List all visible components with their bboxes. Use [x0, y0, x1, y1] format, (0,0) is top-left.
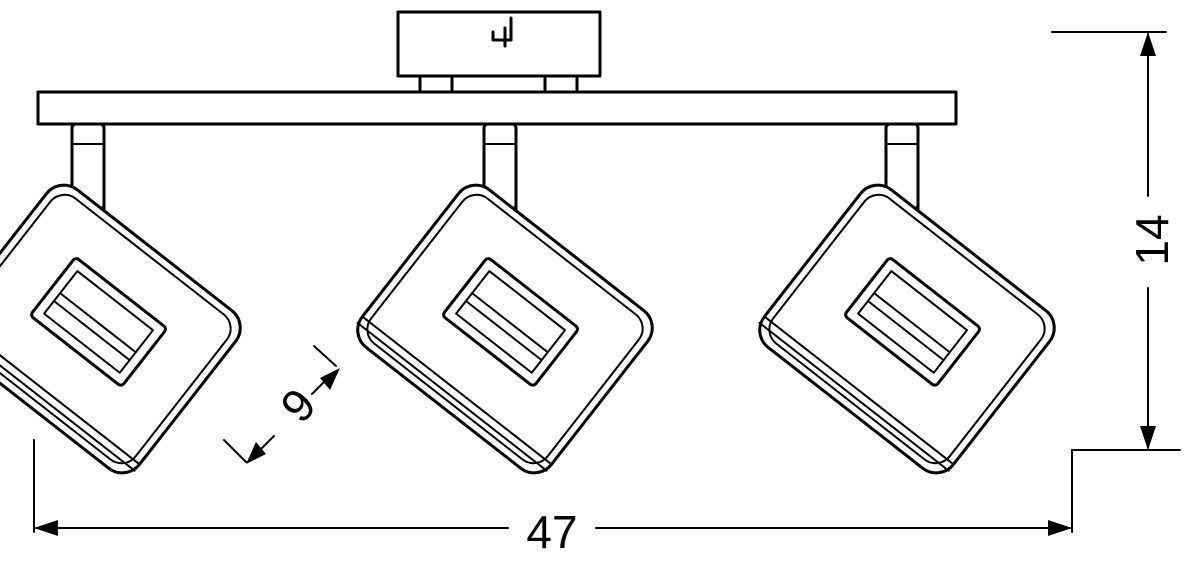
- mounting-canopy: [396, 10, 602, 94]
- height-arrow-top: [1140, 32, 1156, 56]
- head-label: 9: [270, 378, 326, 432]
- height-arrow-bottom: [1140, 426, 1156, 450]
- spotlight-right: [749, 122, 1065, 484]
- width-arrow-right: [1048, 520, 1072, 536]
- spotlight-left: [0, 122, 251, 484]
- width-label: 47: [526, 506, 577, 558]
- mounting-bar: [36, 90, 958, 126]
- width-dimension: 47: [33, 439, 1181, 558]
- width-arrow-left: [34, 520, 58, 536]
- spotlight-center: [347, 122, 663, 484]
- head-dimension: 9: [223, 345, 340, 464]
- height-dimension: 14: [1051, 31, 1178, 450]
- height-label: 14: [1126, 214, 1178, 265]
- head-arrow-upper: [320, 368, 340, 390]
- head-arrow-lower: [246, 442, 266, 464]
